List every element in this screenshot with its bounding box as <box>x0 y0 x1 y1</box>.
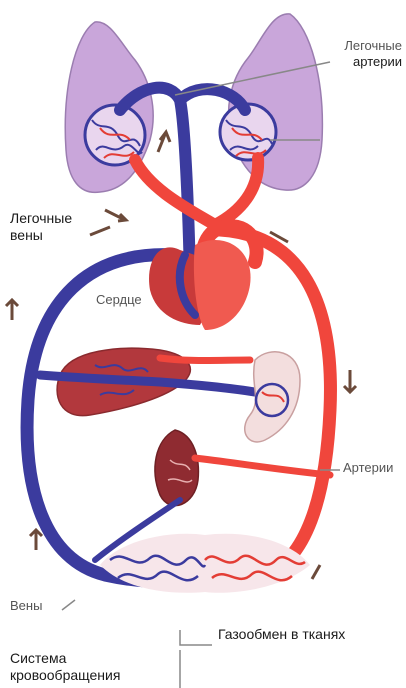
label-circulatory-system: Система кровообращения <box>10 650 120 684</box>
tissue-capillaries <box>100 534 310 593</box>
lungs <box>65 14 322 192</box>
kidney-shape <box>155 430 198 506</box>
label-pulmonary-veins: Легочные вены <box>10 210 72 244</box>
label-gas-exchange: Газообмен в тканях <box>218 626 345 643</box>
label-circulatory-system-line1: Система <box>10 650 120 667</box>
label-circulatory-system-line2: кровообращения <box>10 667 120 684</box>
heart-right-side <box>194 240 251 330</box>
liver <box>40 348 255 415</box>
pulmonary-vein-vessel <box>135 158 258 225</box>
arrow-icon <box>90 227 110 235</box>
label-arteries: Артерии <box>343 460 393 476</box>
label-pulmonary-arteries: Легочные артерии <box>332 38 402 69</box>
label-pulmonary-arteries-line1: Легочные <box>332 38 402 54</box>
label-heart: Сердце <box>96 292 142 308</box>
label-pulmonary-arteries-line2: артерии <box>332 54 402 70</box>
label-veins: Вены <box>10 598 42 614</box>
heart <box>149 240 251 330</box>
label-pulmonary-veins-line2: вены <box>10 227 72 244</box>
label-pulmonary-veins-line1: Легочные <box>10 210 72 227</box>
stomach <box>245 352 300 442</box>
stomach-shape <box>245 352 300 442</box>
arrow-icon <box>312 565 320 579</box>
